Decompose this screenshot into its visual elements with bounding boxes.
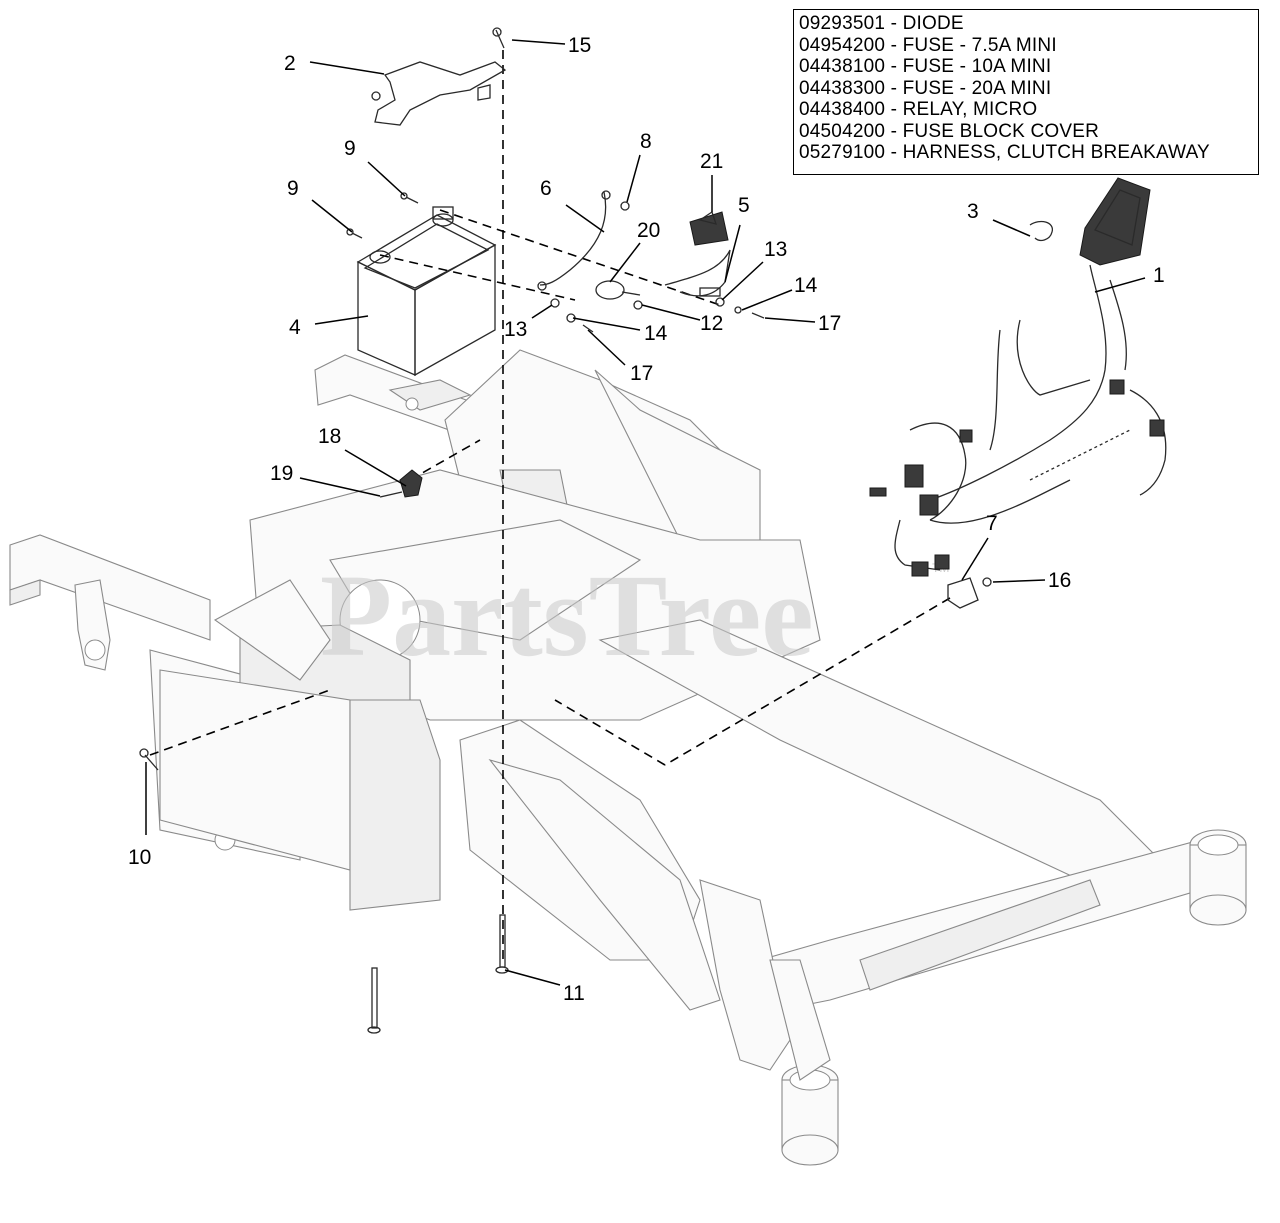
callout-5: 5 <box>738 194 750 217</box>
callout-18: 18 <box>318 425 341 448</box>
part-harness <box>869 177 1167 577</box>
callout-2: 2 <box>284 52 296 75</box>
callout-8: 8 <box>640 130 652 153</box>
legend-row: 09293501 - DIODE <box>799 13 964 34</box>
part-bolt-10 <box>139 748 159 771</box>
callout-4: 4 <box>289 316 301 339</box>
legend-row: 04438400 - RELAY, MICRO <box>799 99 1038 120</box>
parts-legend: 09293501 - DIODE 04954200 - FUSE - 7.5A … <box>793 9 1259 175</box>
callout-numbers: 15 2 9 9 4 8 6 21 20 5 13 14 17 12 13 14… <box>128 34 1165 1005</box>
callout-17-left: 17 <box>630 362 653 385</box>
callout-1: 1 <box>1153 264 1165 287</box>
callout-15: 15 <box>568 34 591 57</box>
legend-row: 04954200 - FUSE - 7.5A MINI <box>799 34 1057 56</box>
callout-9-lower: 9 <box>287 177 299 200</box>
part-bracket <box>371 61 507 126</box>
callout-14-right: 14 <box>794 274 818 297</box>
legend-row: 04504200 - FUSE BLOCK COVER <box>799 120 1100 142</box>
legend-row: 04438100 - FUSE - 10A MINI <box>799 56 1052 77</box>
callout-16: 16 <box>1048 569 1071 592</box>
chassis-frame <box>9 349 1247 1166</box>
callout-12: 12 <box>700 312 723 335</box>
part-cables <box>537 190 731 300</box>
watermark-text: PartsTree <box>320 550 814 681</box>
part-diode-3 <box>1029 220 1053 242</box>
callout-3: 3 <box>967 200 979 223</box>
callout-11: 11 <box>563 982 585 1005</box>
part-clip-18 <box>379 469 423 498</box>
part-nut-8 <box>620 201 630 211</box>
legend-row: 04438300 - FUSE - 20A MINI <box>799 77 1052 99</box>
callout-19: 19 <box>270 462 293 485</box>
callout-7: 7 <box>986 512 998 535</box>
part-switch-7 <box>947 577 992 609</box>
callout-21: 21 <box>700 150 723 173</box>
part-cover-21 <box>689 210 729 246</box>
callout-10: 10 <box>128 846 151 869</box>
part-screws-9 <box>346 192 419 239</box>
callout-13-right: 13 <box>764 238 787 261</box>
callout-14-left: 14 <box>644 322 668 345</box>
part-battery <box>356 206 497 377</box>
callout-17-right: 17 <box>818 312 841 335</box>
leader-lines <box>145 39 1146 986</box>
callout-13-left: 13 <box>504 318 527 341</box>
part-bolt-15 <box>492 27 505 49</box>
assembly-lines <box>149 50 951 965</box>
callout-6: 6 <box>540 177 552 200</box>
callout-9-upper: 9 <box>344 137 356 160</box>
legend-row: 05279100 - HARNESS, CLUTCH BREAKAWAY <box>799 142 1210 163</box>
part-bolt-11 <box>367 914 509 1034</box>
callout-20: 20 <box>637 219 660 242</box>
